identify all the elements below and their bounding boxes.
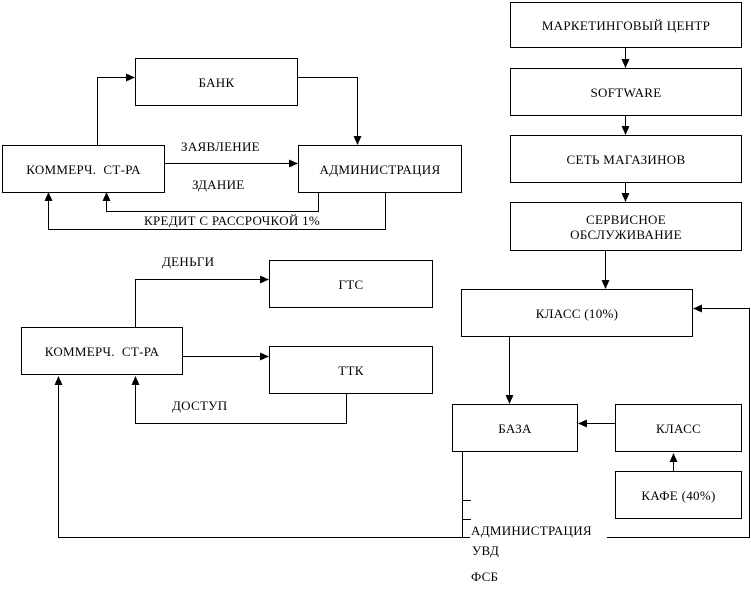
arrowhead-service [621,193,630,202]
arrowhead-commerce-bottom-a [54,376,63,385]
box-software: SOFTWARE [510,68,742,116]
box-administration-label: АДМИНИСТРАЦИЯ [319,161,441,177]
arrow-access-return [135,385,347,424]
box-commerce-structure-top-label: КОММЕРЧ. СТ-РА [26,161,141,177]
box-commerce-structure-top: КОММЕРЧ. СТ-РА [2,145,165,193]
box-commerce-structure-bottom: КОММЕРЧ. СТ-РА [21,327,183,375]
box-class: КЛАСС [615,404,742,452]
arrowhead-into-administration-left [289,159,298,168]
box-gts: ГТС [269,260,433,308]
box-bank-label: БАНК [198,74,235,90]
edge-label-application: ЗАЯВЛЕНИЕ [181,139,260,154]
edge-label-money: ДЕНЬГИ [162,254,215,269]
box-cafe-40-label: КАФЕ (40%) [641,487,716,503]
box-software-label: SOFTWARE [590,84,662,100]
arrowhead-ttk [260,352,269,361]
box-base-label: БАЗА [498,420,532,436]
arrowhead-into-bank [126,73,135,82]
edge-label-building: ЗДАНИЕ [192,177,245,192]
arrow-bottom-to-class10 [607,308,750,538]
arrowhead-base-right [578,419,587,428]
arrow-bank-to-administration [298,77,358,136]
arrowhead-software [621,59,630,68]
box-ttk-label: ТТК [338,362,364,378]
box-base: БАЗА [452,404,578,452]
box-class-10: КЛАСС (10%) [461,289,693,337]
arrowhead-credit-return [44,192,53,201]
box-store-network: СЕТЬ МАГАЗИНОВ [510,135,742,183]
box-class-10-label: КЛАСС (10%) [535,305,619,321]
arrowhead-gts [260,275,269,284]
box-administration: АДМИНИСТРАЦИЯ [298,145,462,193]
box-commerce-structure-bottom-label: КОММЕРЧ. СТ-РА [44,343,160,359]
bottom-label-uvd: УВД [472,543,500,558]
arrowhead-class-bottom [669,453,678,462]
bottom-label-administration: АДМИНИСТРАЦИЯ [471,523,592,538]
bottom-label-fsb: ФСБ [471,569,499,584]
box-gts-label: ГТС [338,276,364,292]
edge-label-credit: КРЕДИТ С РАССРОЧКОЙ 1% [144,213,321,228]
arrow-commerce-to-bank [97,77,126,145]
box-service-label: СЕРВИСНОЕ ОБСЛУЖИВАНИЕ [570,211,682,242]
box-cafe-40: КАФЕ (40%) [615,471,742,519]
box-bank: БАНК [135,58,298,106]
arrowhead-class10-right [693,304,702,313]
box-class-label: КЛАСС [655,420,702,436]
box-service: СЕРВИСНОЕ ОБСЛУЖИВАНИЕ [510,202,742,251]
box-marketing-center-label: МАРКЕТИНГОВЫЙ ЦЕНТР [541,17,711,33]
arrowhead-commerce-bottom-b [131,376,140,385]
edge-label-access: ДОСТУП [172,398,228,413]
arrowhead-return-1 [102,192,111,201]
arrowhead-into-administration-top [353,136,362,145]
box-store-network-label: СЕТЬ МАГАЗИНОВ [566,151,686,167]
arrowhead-base-top [505,395,514,404]
arrow-credit-return [48,193,386,230]
arrowhead-class10-top [601,280,610,289]
arrow-money-to-gts [135,279,260,327]
arrow-return-1 [106,193,319,212]
box-marketing-center: МАРКЕТИНГОВЫЙ ЦЕНТР [510,2,742,48]
arrowhead-stores [621,126,630,135]
box-ttk: ТТК [269,346,433,394]
